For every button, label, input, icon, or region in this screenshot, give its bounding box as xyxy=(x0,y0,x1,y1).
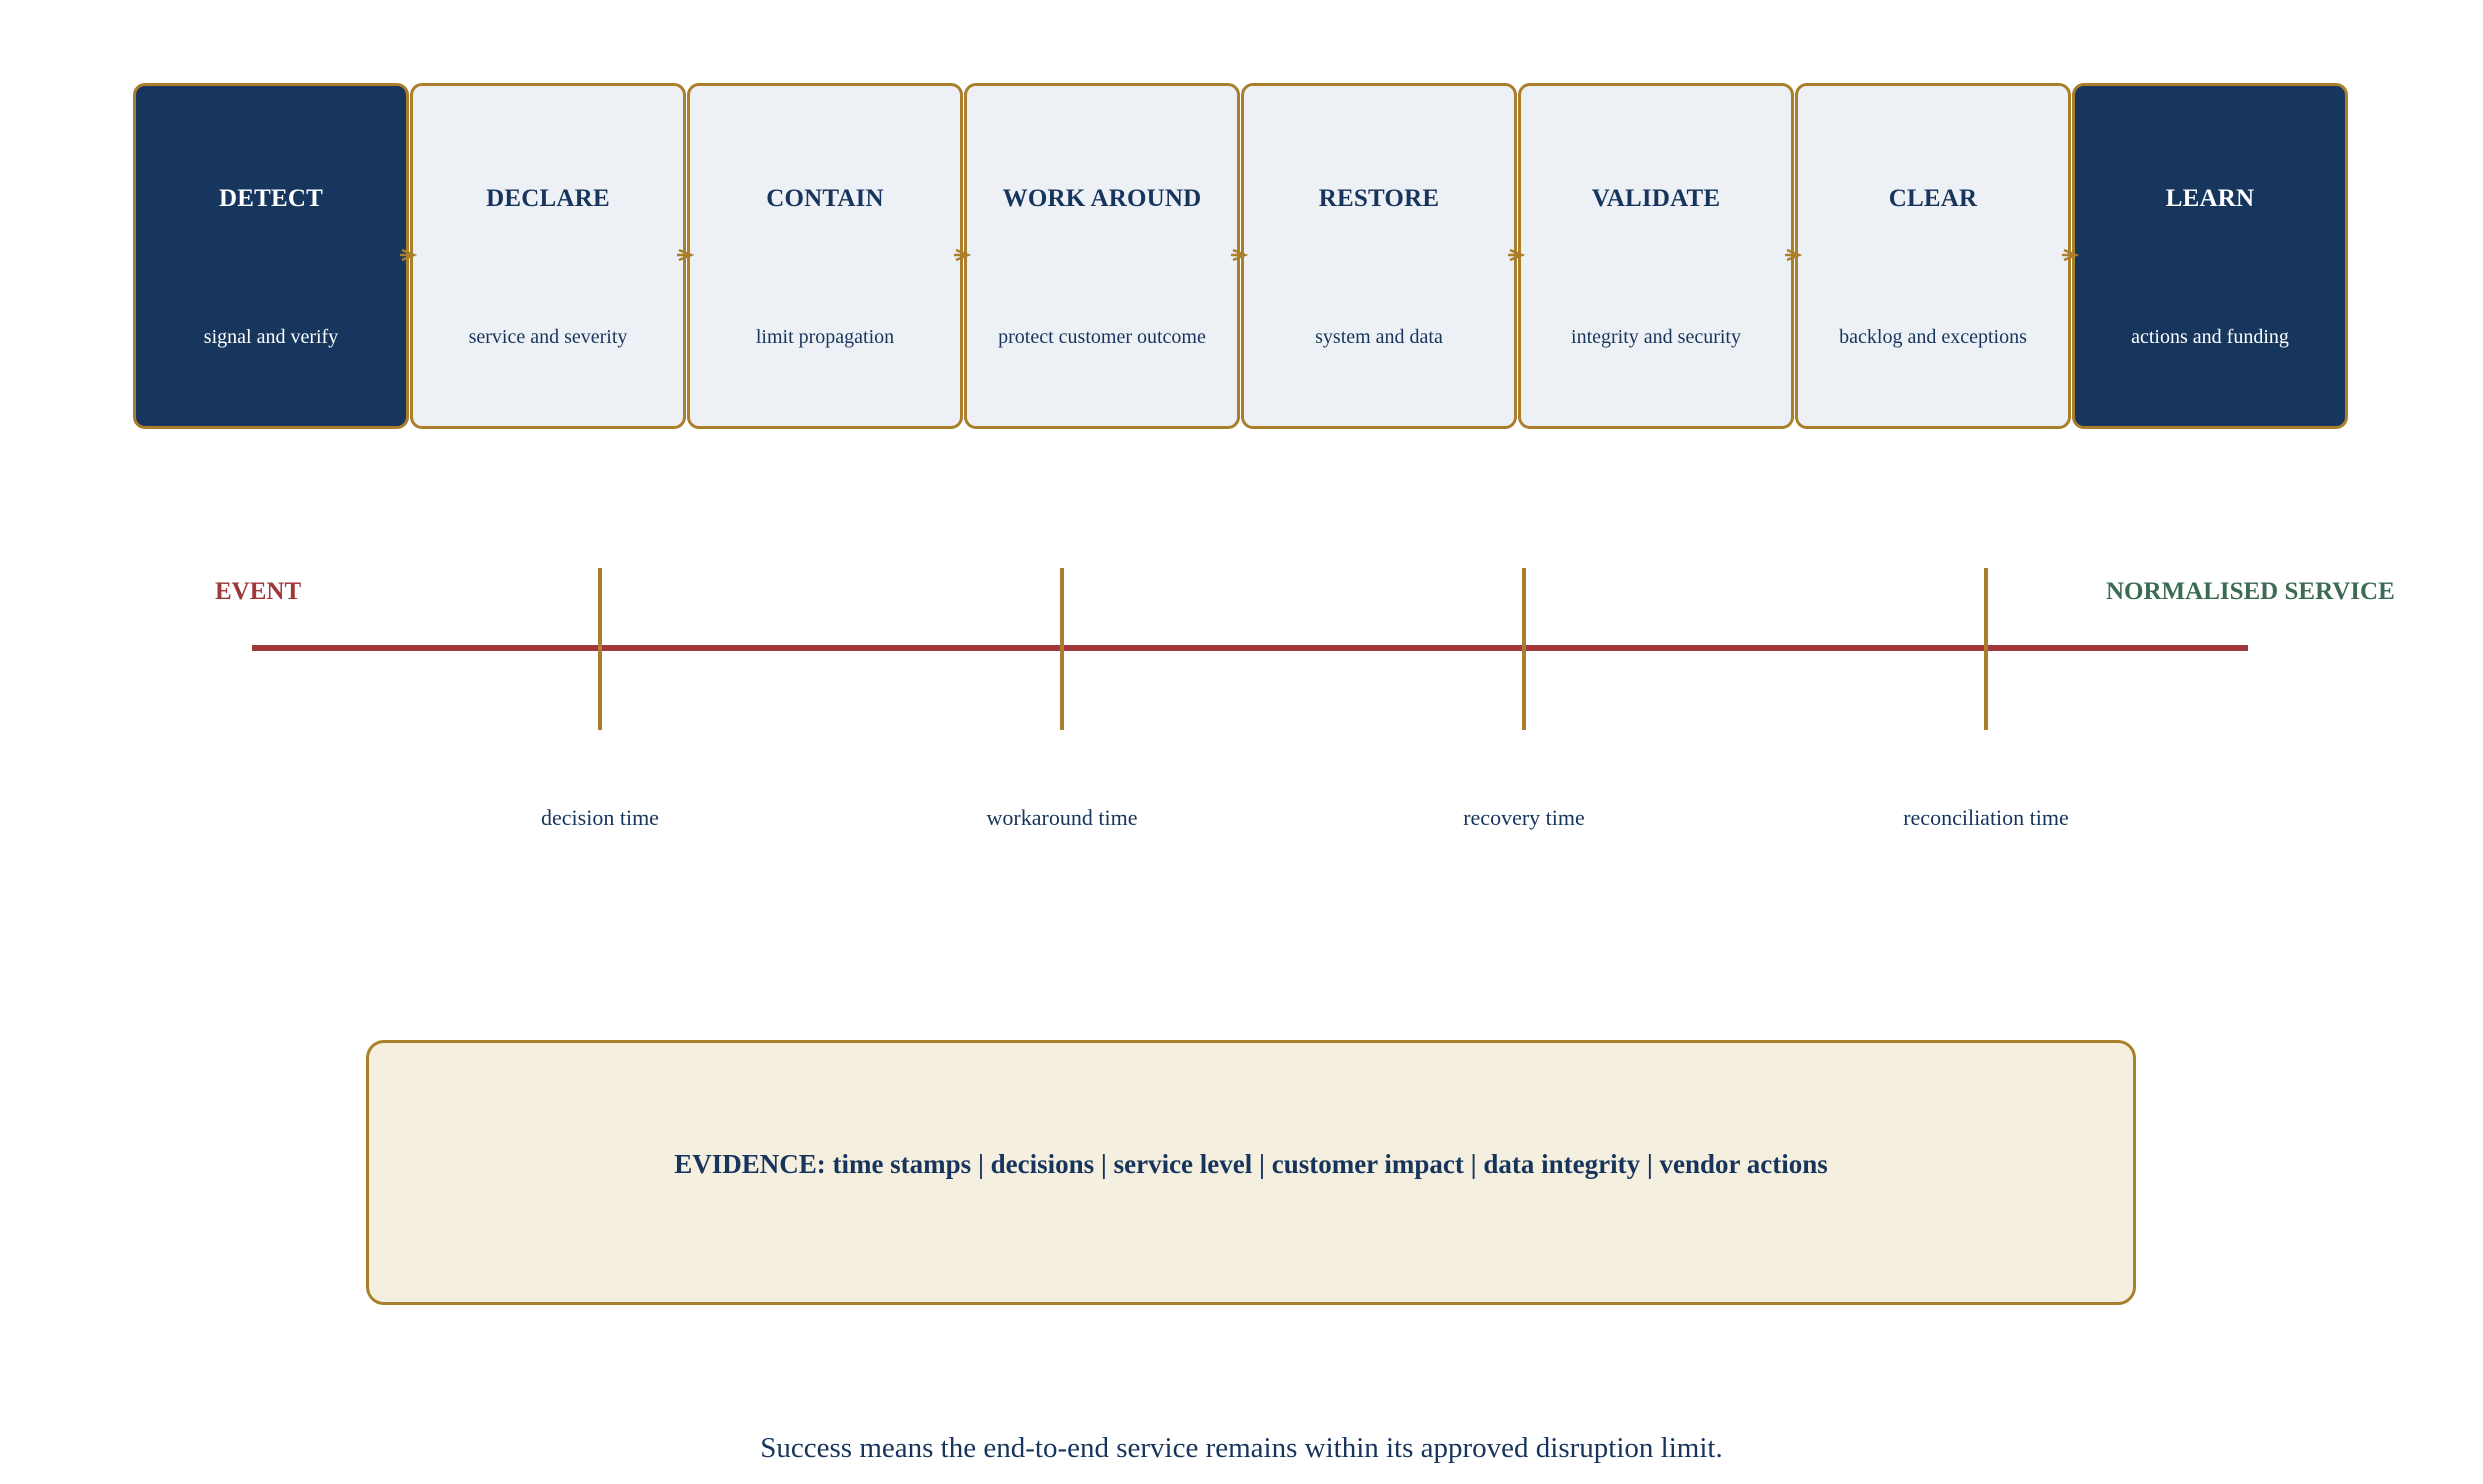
milestone-tick xyxy=(1060,568,1064,730)
stage-name: CLEAR xyxy=(1888,185,1978,212)
stage-learn: LEARN actions and funding xyxy=(2072,83,2348,429)
stage-clear: CLEAR backlog and exceptions xyxy=(1795,83,2071,429)
process-flow: DETECT signal and verify DECLARE service… xyxy=(0,0,2483,440)
evidence-box: EVIDENCE: time stamps | decisions | serv… xyxy=(366,1040,2136,1305)
stage-contain: CONTAIN limit propagation xyxy=(687,83,963,429)
milestone-label: reconciliation time xyxy=(1903,805,2069,830)
stage-description: limit propagation xyxy=(755,326,895,348)
milestone-label: workaround time xyxy=(986,805,1138,830)
stage-description: service and severity xyxy=(468,326,628,348)
milestone-label: decision time xyxy=(541,805,659,830)
stage-description: actions and funding xyxy=(2131,326,2289,348)
flow-arrow-icon xyxy=(2062,248,2080,262)
flow-arrow-icon xyxy=(677,248,695,262)
stage-name: DECLARE xyxy=(486,185,610,212)
flow-arrow-icon xyxy=(1231,248,1249,262)
stage-name: LEARN xyxy=(2165,185,2255,212)
timeline-end-label: NORMALISED SERVICE xyxy=(2106,578,2395,605)
stage-description: system and data xyxy=(1315,326,1443,348)
stage-name: RESTORE xyxy=(1318,185,1440,212)
milestone-label: recovery time xyxy=(1463,805,1585,830)
flow-arrow-icon xyxy=(954,248,972,262)
stage-name: CONTAIN xyxy=(766,185,884,212)
stage-name: WORK AROUND xyxy=(1002,185,1202,212)
timeline-start-label: EVENT xyxy=(215,578,302,605)
stage-restore: RESTORE system and data xyxy=(1241,83,1517,429)
stage-name: VALIDATE xyxy=(1591,185,1721,212)
stage-description: backlog and exceptions xyxy=(1839,326,2027,348)
milestone-tick xyxy=(1984,568,1988,730)
stage-name: DETECT xyxy=(218,185,323,212)
flow-arrow-icon xyxy=(400,248,418,262)
milestone-tick xyxy=(1522,568,1526,730)
stage-description: signal and verify xyxy=(203,326,339,348)
stage-description: protect customer outcome xyxy=(998,326,1206,348)
stage-declare: DECLARE service and severity xyxy=(410,83,686,429)
milestone-tick xyxy=(598,568,602,730)
stage-description: integrity and security xyxy=(1571,326,1741,348)
stage-detect: DETECT signal and verify xyxy=(133,83,409,429)
footer-statement: Success means the end-to-end service rem… xyxy=(760,1432,1723,1464)
flow-arrow-icon xyxy=(1508,248,1526,262)
stage-validate: VALIDATE integrity and security xyxy=(1518,83,1794,429)
evidence-text: EVIDENCE: time stamps | decisions | serv… xyxy=(674,1149,1828,1179)
flow-arrow-icon xyxy=(1785,248,1803,262)
timeline: EVENT NORMALISED SERVICE decision time w… xyxy=(0,540,2483,860)
stage-work-around: WORK AROUND protect customer outcome xyxy=(964,83,1240,429)
timeline-axis xyxy=(252,645,2248,651)
